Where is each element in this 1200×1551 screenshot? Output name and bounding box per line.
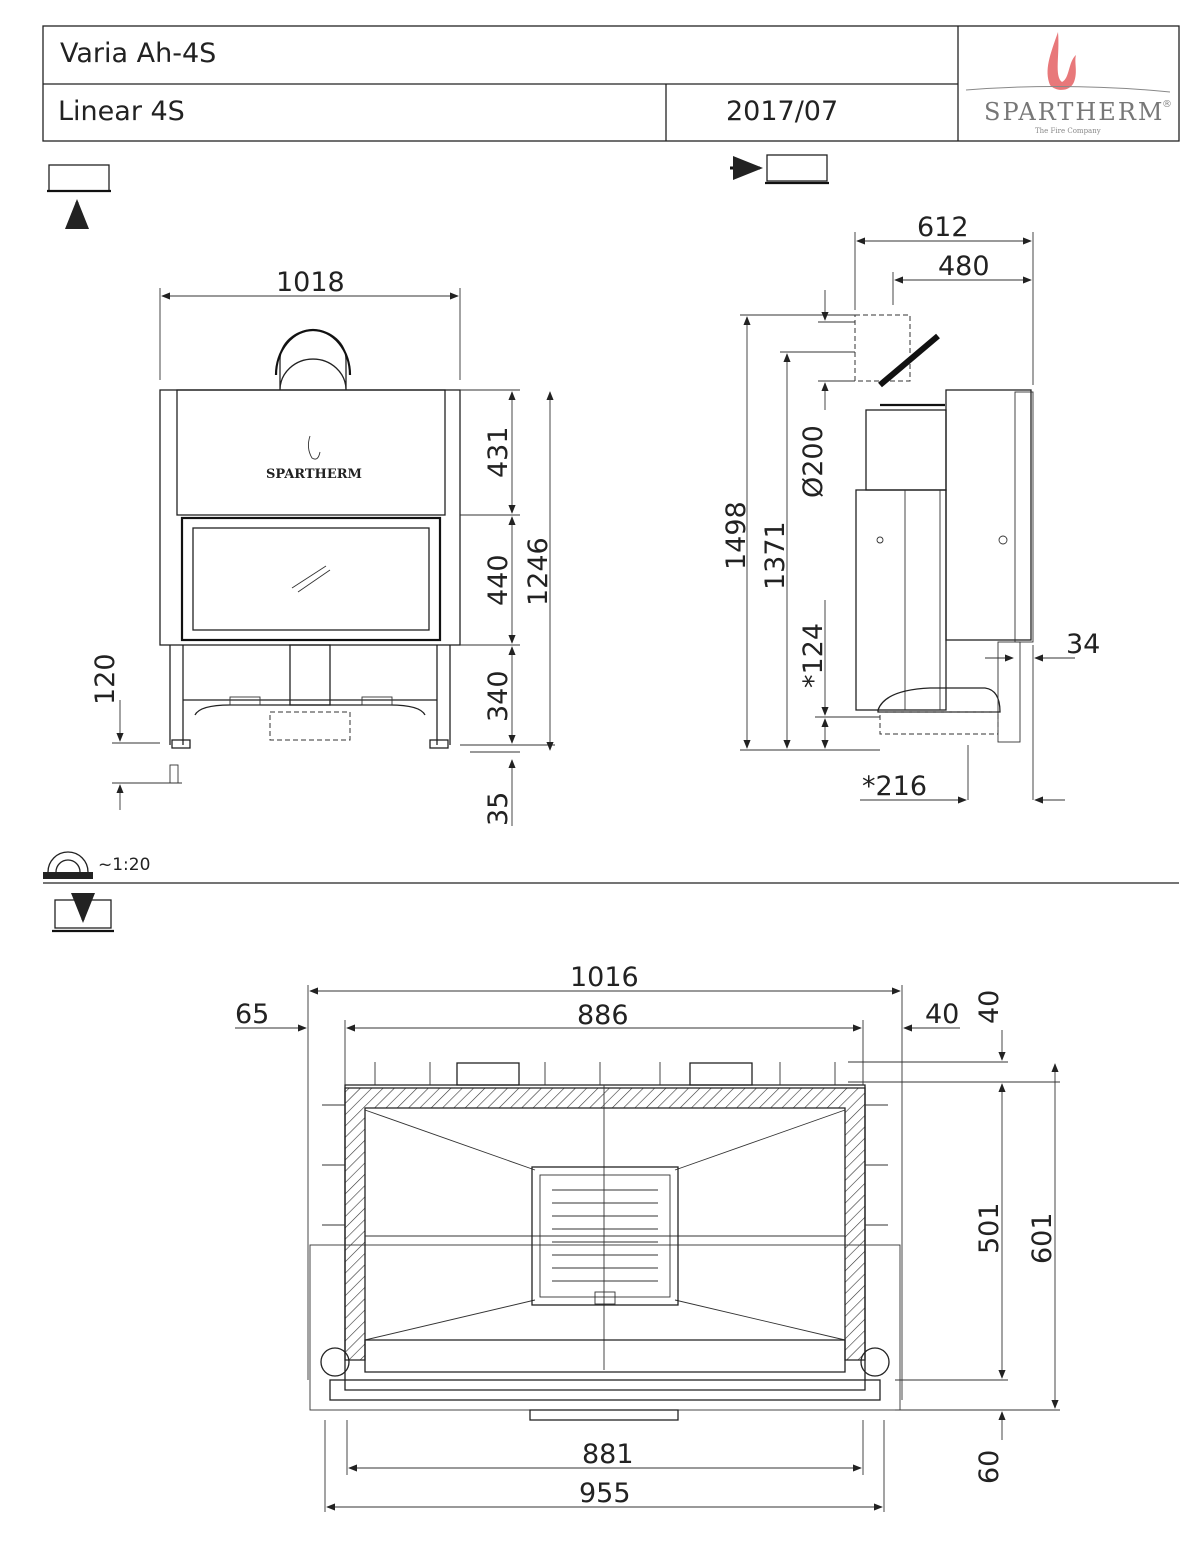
top-view-icon bbox=[52, 893, 114, 933]
dim-depth: 612 bbox=[917, 212, 969, 243]
dim-glass: 440 bbox=[483, 554, 514, 606]
side-view bbox=[854, 314, 1034, 743]
dim-depth-inner-top: 501 bbox=[974, 1202, 1005, 1254]
dim-width: 1018 bbox=[276, 267, 345, 298]
side-view-icon bbox=[730, 154, 829, 185]
dim-height-total: 1498 bbox=[721, 501, 752, 570]
dim-width-inner: 886 bbox=[577, 1000, 629, 1031]
dim-rear-offset: 34 bbox=[1066, 629, 1100, 660]
dim-glass-width: 881 bbox=[582, 1439, 634, 1470]
top-view-dimensions: 1016 886 65 40 40 501 601 60 881 955 bbox=[235, 962, 1060, 1512]
svg-text:®: ® bbox=[1162, 99, 1172, 110]
dim-feet: 35 bbox=[483, 792, 514, 826]
svg-text:SPARTHERM: SPARTHERM bbox=[984, 98, 1164, 126]
dim-base: 340 bbox=[483, 670, 514, 722]
dim-top-offset: 40 bbox=[974, 990, 1005, 1024]
dim-depth-outer-top: 601 bbox=[1027, 1212, 1058, 1264]
dim-air-inlet-offset: *216 bbox=[862, 771, 927, 802]
scale-label: ~1:20 bbox=[98, 855, 150, 875]
dim-left-offset: 65 bbox=[235, 999, 269, 1030]
dim-top-section: 431 bbox=[483, 426, 514, 478]
dim-right-offset: 40 bbox=[925, 999, 959, 1030]
spartherm-logo: SPARTHERM ® The Fire Company bbox=[965, 32, 1172, 135]
front-view-icon bbox=[47, 164, 111, 229]
title-block: Varia Ah-4S Linear 4S 2017/07 SPARTHERM … bbox=[42, 25, 1180, 142]
front-view: SPARTHERM bbox=[159, 328, 461, 749]
front-logo: SPARTHERM bbox=[266, 467, 362, 482]
side-view-dimensions: 612 480 1498 1371 Ø200 *124 34 *216 bbox=[721, 212, 1100, 804]
dim-height-flue: 1371 bbox=[760, 521, 791, 590]
front-view-dimensions: 1018 431 440 340 35 1246 120 bbox=[90, 267, 555, 826]
dim-front-offset: 60 bbox=[974, 1450, 1005, 1484]
drawing-date: 2017/07 bbox=[726, 96, 838, 127]
dim-flue-diameter: Ø200 bbox=[798, 425, 829, 498]
model-name: Varia Ah-4S bbox=[60, 38, 216, 69]
dim-depth-inner: 480 bbox=[938, 251, 990, 282]
top-view bbox=[309, 1062, 901, 1421]
svg-text:The Fire Company: The Fire Company bbox=[1035, 127, 1101, 135]
dim-air-inlet-height: *124 bbox=[798, 623, 829, 688]
dim-frame-width: 955 bbox=[579, 1478, 631, 1509]
dim-total-height: 1246 bbox=[523, 537, 554, 606]
scale-icon: ~1:20 bbox=[43, 851, 150, 879]
dim-foot-offset: 120 bbox=[90, 653, 121, 705]
dim-width-outer: 1016 bbox=[570, 962, 639, 993]
variant-name: Linear 4S bbox=[58, 96, 185, 127]
